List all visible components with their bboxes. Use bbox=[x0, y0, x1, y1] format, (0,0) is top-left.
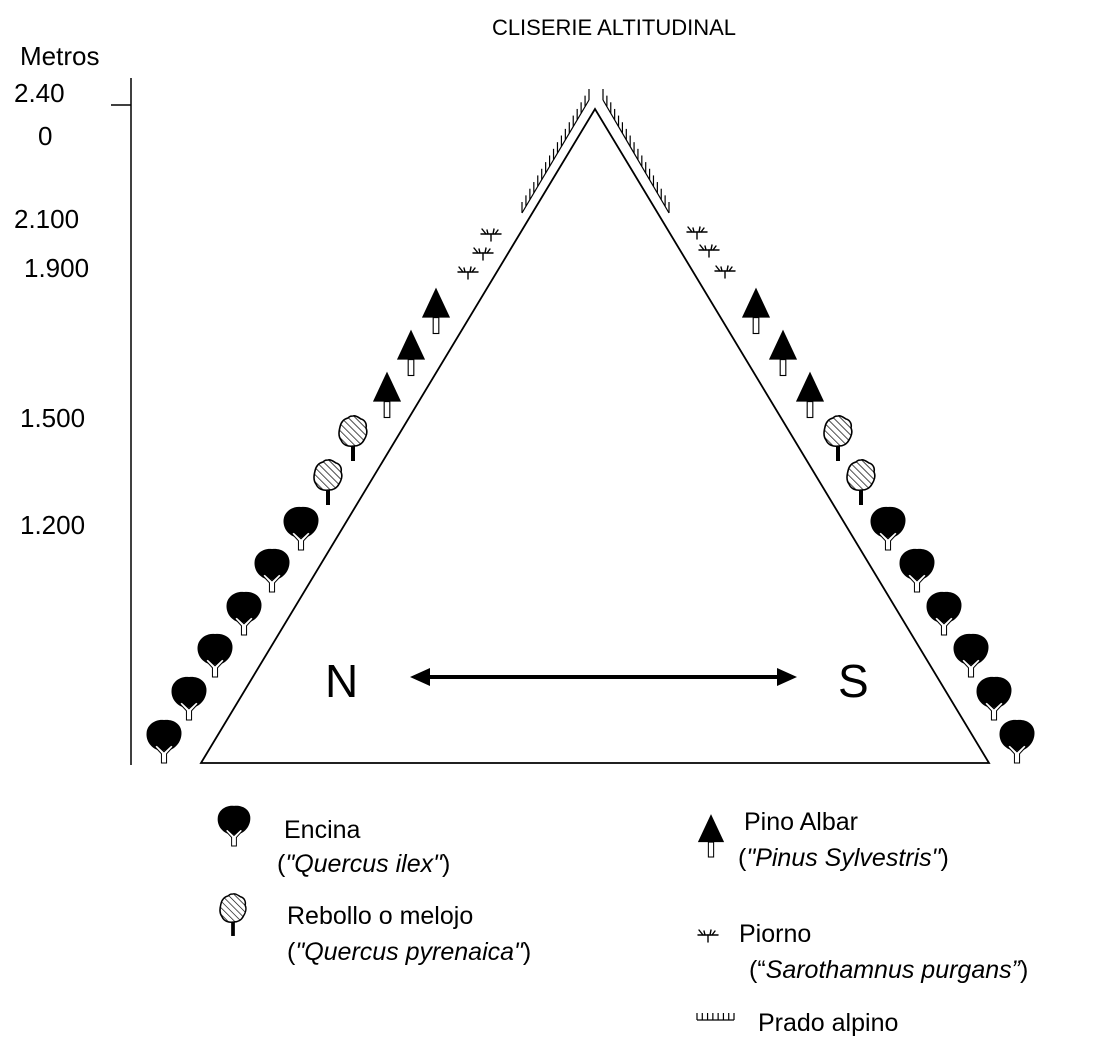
rebollo-zone-north bbox=[313, 414, 368, 506]
diagram-title: CLISERIE ALTITUDINAL bbox=[492, 15, 736, 40]
legend-rebollo-name: Rebollo o melojo bbox=[287, 902, 473, 930]
encina-zone-north bbox=[145, 506, 320, 764]
legend-pino-species: ("Pinus Sylvestris") bbox=[738, 844, 949, 872]
encina-tree-icon bbox=[217, 805, 251, 847]
legend-rebollo-species: ("Quercus pyrenaica") bbox=[287, 938, 531, 966]
piorno-zone-south bbox=[686, 226, 736, 279]
axis-tick-label: 1.200 bbox=[20, 510, 85, 540]
axis-tick-label: 1.900 bbox=[24, 253, 89, 283]
south-label: S bbox=[838, 655, 869, 707]
pino-zone-south bbox=[741, 286, 825, 419]
prado-grass-icon bbox=[696, 1013, 735, 1021]
prado-alpino-zone bbox=[521, 89, 670, 214]
mountain-triangle bbox=[199, 107, 991, 764]
axis-tick-label: 2.40 bbox=[14, 78, 65, 108]
legend-encina-name: Encina bbox=[284, 816, 361, 844]
grass-base bbox=[521, 99, 590, 214]
grass-base bbox=[602, 99, 670, 214]
legend-piorno-species: (“Sarothamnus purgans”) bbox=[749, 956, 1028, 984]
rebollo-tree-icon bbox=[219, 892, 247, 937]
legend: Encina ("Quercus ilex") Rebollo o melojo… bbox=[217, 805, 1028, 1037]
north-label: N bbox=[325, 655, 358, 707]
piorno-shrub-icon bbox=[697, 929, 719, 943]
axis-tick-label: 0 bbox=[38, 121, 52, 151]
axis-tick-label: 2.100 bbox=[14, 204, 79, 234]
north-south-arrow bbox=[410, 668, 797, 686]
legend-prado-name: Prado alpino bbox=[758, 1009, 898, 1037]
piorno-zone-north bbox=[457, 228, 502, 280]
pino-zone-north bbox=[372, 286, 451, 419]
legend-encina-species: ("Quercus ilex") bbox=[277, 850, 450, 878]
axis-tick-label: 1.500 bbox=[20, 403, 85, 433]
legend-piorno-name: Piorno bbox=[739, 920, 811, 948]
encina-zone-south bbox=[869, 506, 1036, 764]
rebollo-zone-south bbox=[823, 414, 876, 506]
pino-tree-icon bbox=[697, 813, 725, 858]
axis-unit-label: Metros bbox=[20, 41, 99, 71]
legend-pino-name: Pino Albar bbox=[744, 808, 858, 836]
